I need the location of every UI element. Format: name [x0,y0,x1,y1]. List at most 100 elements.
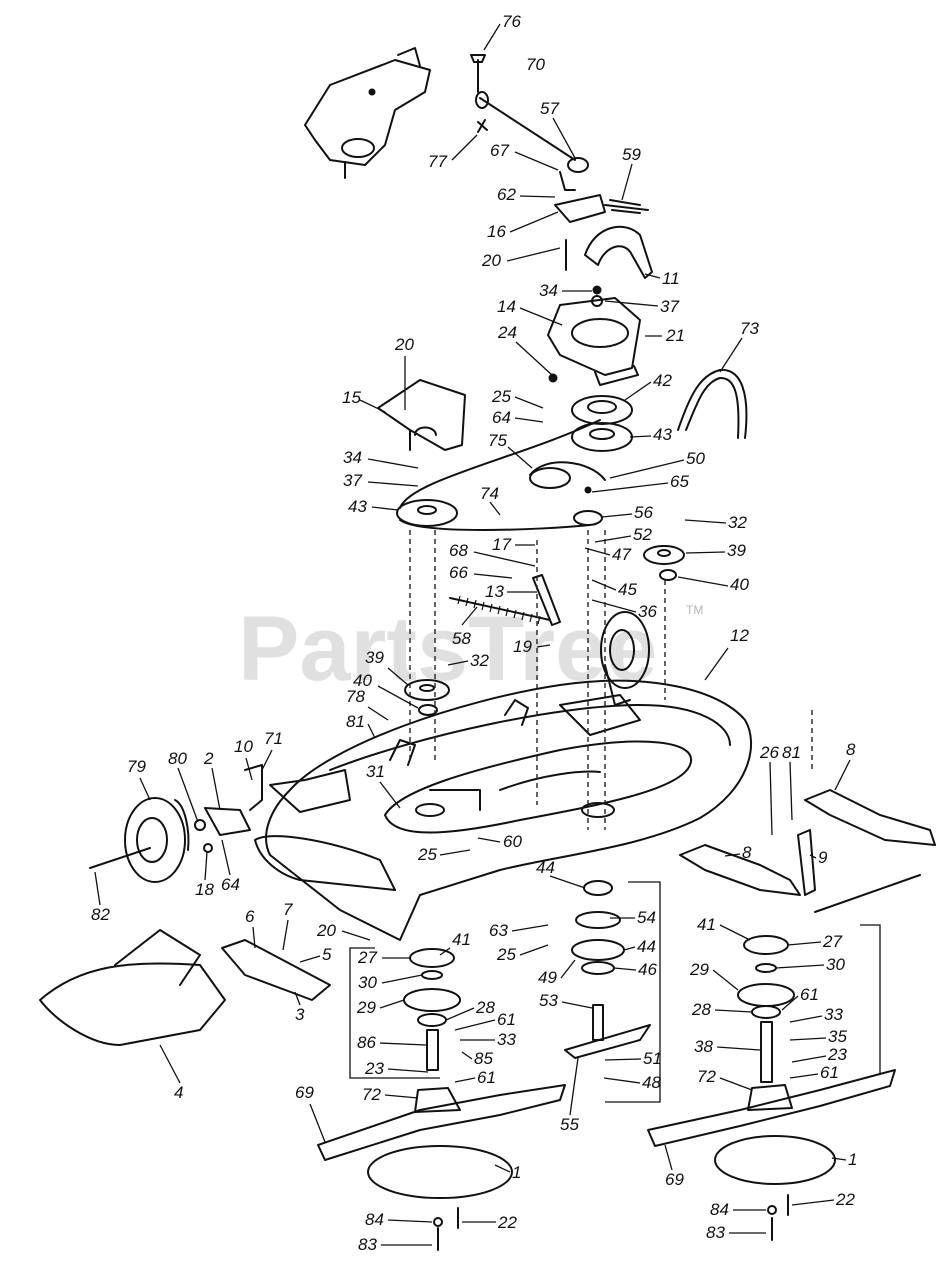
callout-74: 74 [480,484,499,503]
right-blade-housing [714,1135,836,1185]
callout-23a: 23 [364,1059,384,1078]
control-rod [470,54,576,161]
callout-56: 56 [634,503,653,522]
callout-35: 35 [828,1027,847,1046]
callout-39a: 39 [727,541,746,560]
callout-42: 42 [653,371,672,390]
callout-81a: 81 [346,712,365,731]
callout-77: 77 [428,152,447,171]
idler-arm-assembly [554,157,649,271]
callout-1b: 1 [848,1150,857,1169]
callout-37a: 37 [660,297,679,316]
gauge-wheel [89,764,351,883]
callout-17: 17 [492,535,511,554]
callout-58: 58 [452,629,471,648]
callout-71: 71 [264,729,283,748]
callout-3: 3 [295,1005,305,1024]
callout-13: 13 [485,582,504,601]
pulley-cover [377,379,466,451]
left-blade [317,1084,566,1161]
callout-66: 66 [449,563,468,582]
callout-19: 19 [513,637,532,656]
left-spindle [403,948,461,1113]
callout-41b: 41 [697,915,716,934]
callout-75: 75 [488,431,507,450]
callout-70: 70 [526,55,545,74]
callout-labels: 76 70 57 77 67 59 62 16 20 11 34 37 14 2… [91,12,857,1254]
callout-7: 7 [283,900,293,919]
bottom-bolts [433,1194,789,1251]
deck-housing [265,679,753,941]
callout-39b: 39 [365,648,384,667]
callout-14: 14 [497,297,516,316]
callout-20c: 20 [316,921,336,940]
callout-5: 5 [322,945,332,964]
callout-28a: 28 [475,998,495,1017]
callout-84b: 84 [710,1200,729,1219]
callout-64b: 64 [221,875,240,894]
callout-43b: 43 [348,497,367,516]
callout-69b: 69 [665,1170,684,1189]
callout-40b: 40 [353,671,372,690]
left-pulley [396,499,458,527]
callout-37b: 37 [343,471,362,490]
callout-55: 55 [560,1115,579,1134]
callout-73: 73 [740,319,759,338]
callout-27a: 27 [357,948,377,967]
callout-69a: 69 [295,1083,314,1102]
callout-30a: 30 [358,973,377,992]
callout-46: 46 [638,960,657,979]
callout-45: 45 [618,580,637,599]
callout-41a: 41 [452,930,471,949]
callout-10: 10 [234,737,253,756]
callout-8b: 8 [742,843,752,862]
callout-81b: 81 [782,743,801,762]
spindle-group-brackets [349,881,881,1103]
callout-2: 2 [203,749,214,768]
callout-65: 65 [670,472,689,491]
callout-62: 62 [497,185,516,204]
idler-pulleys [529,467,603,526]
drive-pulley-stack [571,395,633,452]
callout-86: 86 [357,1033,376,1052]
callout-27b: 27 [822,932,842,951]
idler-bracket [547,285,641,386]
lift-linkage [679,789,936,913]
callout-61b: 61 [477,1068,496,1087]
callout-22b: 22 [835,1190,855,1209]
callout-34a: 34 [539,281,558,300]
callout-11: 11 [662,269,680,288]
callout-53: 53 [539,991,558,1010]
callout-12: 12 [730,626,749,645]
belt-guide [584,225,653,279]
callout-52: 52 [633,525,652,544]
callout-82: 82 [91,905,110,924]
callout-54: 54 [637,908,656,927]
callout-8a: 8 [846,740,856,759]
callout-29b: 29 [689,960,709,979]
callout-15: 15 [342,388,361,407]
callout-9: 9 [818,848,828,867]
callout-43a: 43 [653,425,672,444]
callout-25a: 25 [491,387,511,406]
callout-33b: 33 [824,1005,843,1024]
callout-24: 24 [497,323,517,342]
callout-49: 49 [538,968,557,987]
callout-26: 26 [759,743,779,762]
callout-20b: 20 [394,335,414,354]
callout-4: 4 [174,1083,183,1102]
top-mount-bracket [304,47,431,179]
right-blade [647,1069,896,1147]
callout-31: 31 [366,762,385,781]
callout-50: 50 [686,449,705,468]
callout-16: 16 [487,222,506,241]
callout-67: 67 [490,141,509,160]
callout-40a: 40 [730,575,749,594]
callout-44a: 44 [536,858,555,877]
callout-68: 68 [449,541,468,560]
callout-80: 80 [168,749,187,768]
callout-18: 18 [195,880,214,899]
callout-32a: 32 [728,513,747,532]
callout-6: 6 [245,907,255,926]
